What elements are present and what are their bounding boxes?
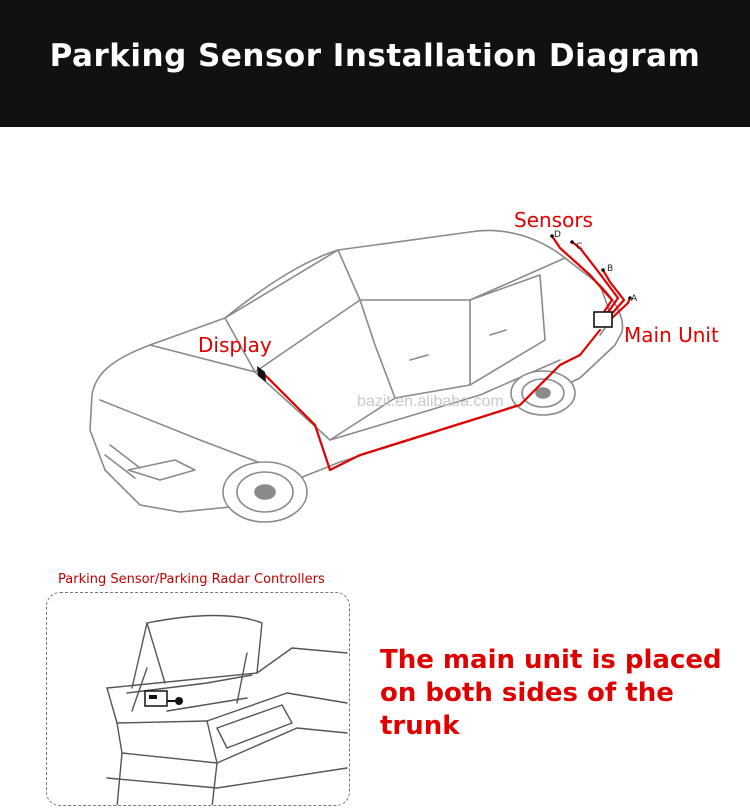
header-banner: Parking Sensor Installation Diagram [0, 0, 750, 127]
sensor-dots [550, 234, 632, 300]
wheels [222, 370, 576, 523]
placement-note-line2: on both sides of the trunk [380, 678, 674, 741]
car-installation-diagram [89, 229, 632, 523]
trunk-illustration [106, 614, 348, 805]
wiring-harness [258, 234, 632, 472]
placement-note: The main unit is placed on both sides of… [380, 644, 750, 743]
sensor-point-c: C [576, 242, 583, 252]
sensors-label: Sensors [514, 208, 593, 232]
sensor-point-a: A [631, 294, 638, 304]
display-device [257, 366, 266, 382]
main-unit-label: Main Unit [624, 323, 719, 347]
main-unit-box [593, 311, 613, 328]
trunk-illustration-box [46, 592, 350, 806]
placement-note-line1: The main unit is placed [380, 645, 722, 675]
trunk-box-title: Parking Sensor/Parking Radar Controllers [58, 572, 325, 587]
sensor-point-b: B [607, 264, 614, 274]
display-label: Display [198, 333, 272, 357]
page-title: Parking Sensor Installation Diagram [49, 38, 701, 74]
watermark: bazit.en.alibaba.com [357, 393, 504, 410]
sensor-point-d: D [554, 230, 561, 240]
